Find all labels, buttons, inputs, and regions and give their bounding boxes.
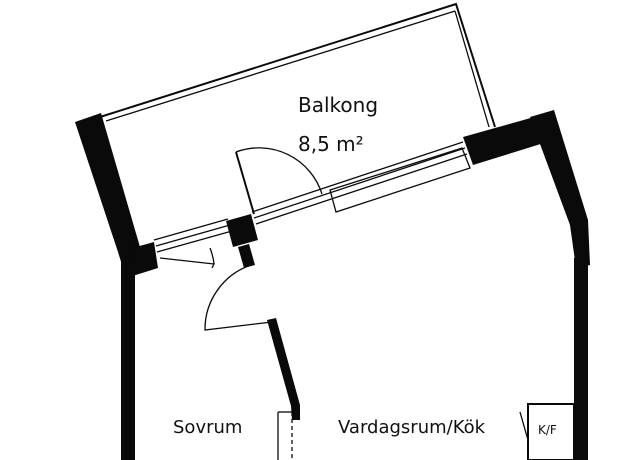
wall-partition (267, 318, 300, 420)
kitchen-counter (519, 403, 575, 460)
wall-center-drop (238, 244, 255, 268)
wall-center-stub (226, 214, 258, 247)
balcony-outline (99, 2, 496, 128)
wardrobe (277, 411, 293, 460)
balcony-door (235, 147, 323, 215)
fridge-freezer-label: K/F (538, 423, 557, 437)
living-label: Vardagsrum/Kök (338, 417, 486, 438)
balcony-inner-edge (105, 10, 456, 122)
wall-left-upper (75, 113, 140, 252)
wall-right-vertical (574, 258, 588, 460)
balcony-inner-right (454, 10, 490, 128)
glazed-panel (329, 147, 471, 213)
window-right (251, 141, 468, 225)
wall-right-slant (530, 110, 590, 268)
wall-left-vertical (121, 258, 135, 460)
bedroom-label: Sovrum (173, 417, 242, 438)
window-left (153, 218, 233, 253)
balcony-label: Balkong (298, 93, 378, 117)
bedroom-door-small (159, 247, 215, 269)
balcony-area: 8,5 m² (298, 132, 364, 156)
bedroom-door (204, 264, 273, 331)
